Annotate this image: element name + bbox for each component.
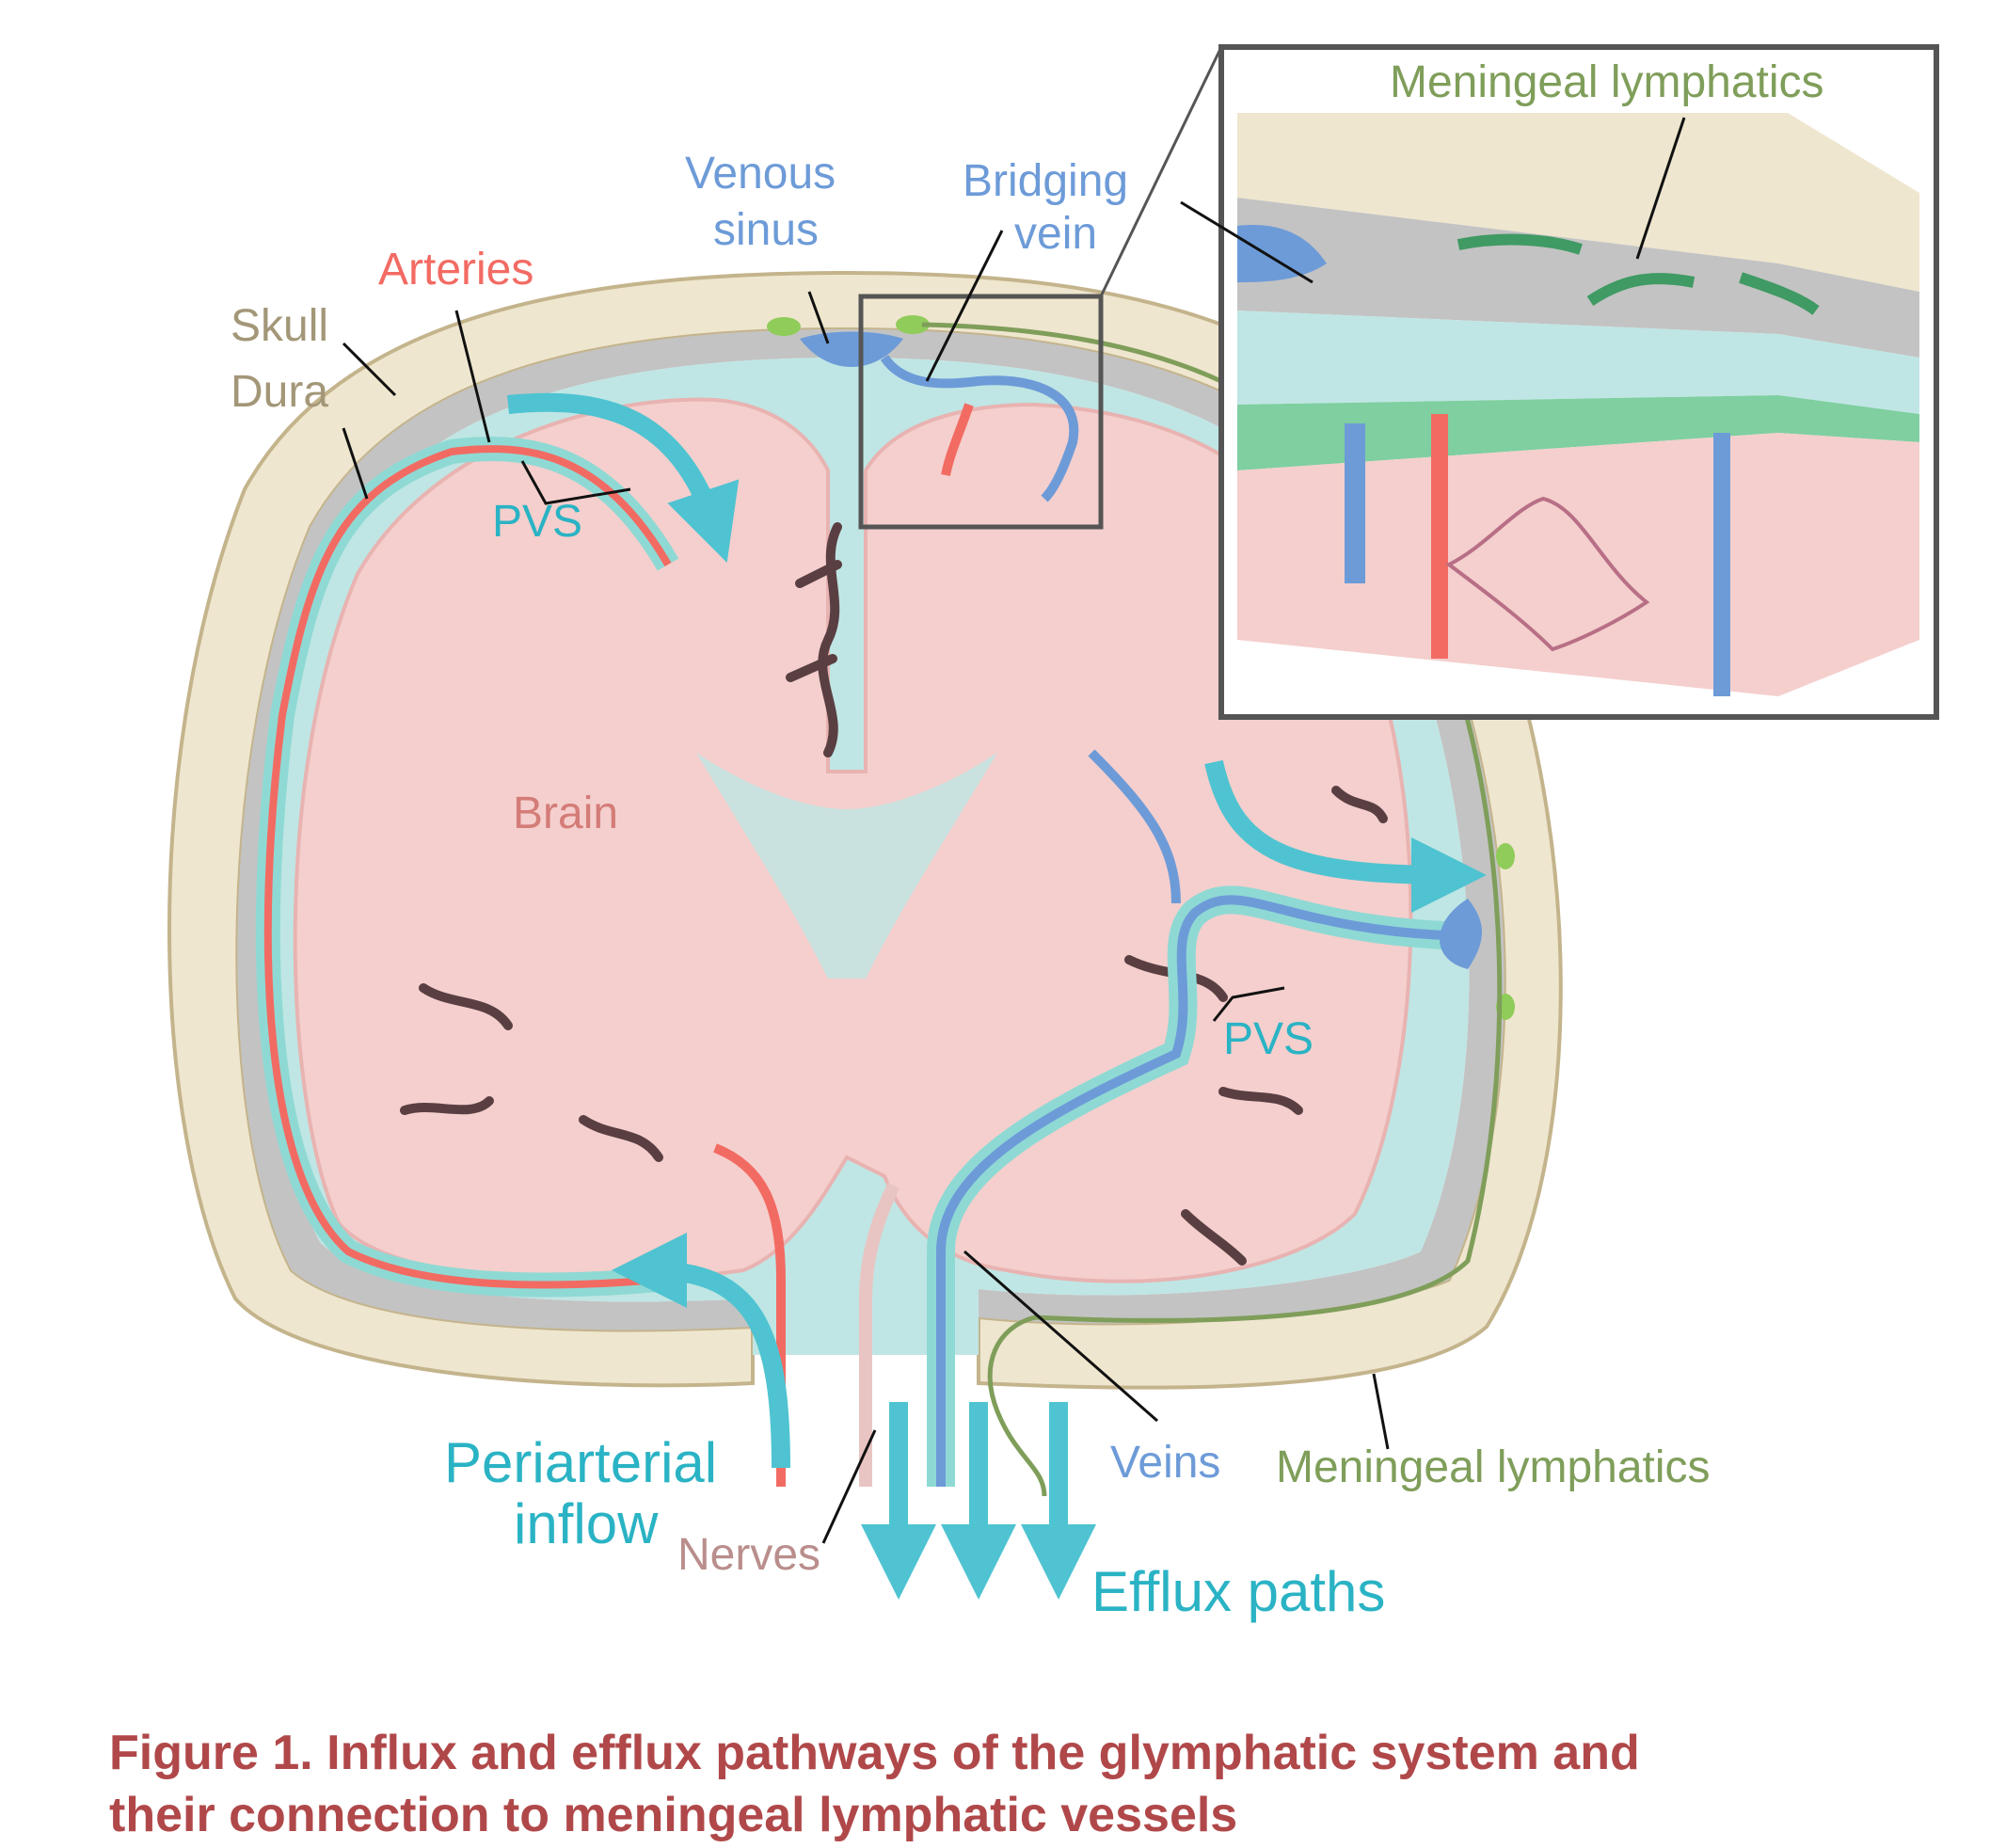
lymph-node <box>896 315 930 334</box>
inset-lymph-3 <box>1739 272 1820 315</box>
label-brain: Brain <box>513 789 618 838</box>
inset-skull-layer <box>1237 113 1919 292</box>
label-arteries: Arteries <box>378 245 533 295</box>
vein-right <box>936 895 1469 1487</box>
label-meningeal-inset: Meningeal lymphatics <box>1390 57 1824 107</box>
vein-branch <box>1088 749 1181 904</box>
figure-caption: Figure 1. Influx and efflux pathways of … <box>109 1722 1953 1846</box>
caption-line-1: Figure 1. Influx and efflux pathways of … <box>109 1726 1640 1780</box>
label-venous-sinus-2: sinus <box>713 205 819 255</box>
label-nerves: Nerves <box>677 1530 820 1580</box>
zoom-leader <box>1099 46 1223 297</box>
label-periarterial-2: inflow <box>514 1492 659 1555</box>
nerves <box>859 1182 900 1487</box>
label-bridging-vein-1: Bridging <box>963 156 1128 206</box>
artery-left <box>263 445 672 1289</box>
leader-lines <box>342 117 1686 1544</box>
flow-arrows <box>507 392 1487 1600</box>
label-periarterial-1: Periarterial <box>444 1431 717 1494</box>
flow-arrow-top <box>507 392 740 563</box>
inset-capillaries <box>1445 496 1650 652</box>
brain-sulci <box>400 522 1388 1266</box>
flow-arrow-right <box>1204 759 1487 913</box>
venous-sinus-right <box>1440 899 1482 969</box>
ventricle <box>696 753 997 979</box>
label-meningeal-bottom: Meningeal lymphatics <box>1276 1442 1711 1492</box>
inset-lymph-1 <box>1457 233 1583 255</box>
label-dura: Dura <box>231 367 328 417</box>
inset-sinus <box>1237 225 1327 282</box>
zoom-box <box>858 294 1104 530</box>
inset-pia-layer <box>1237 395 1919 470</box>
bridging-vein <box>880 354 1079 502</box>
caption-line-2: their connection to meningeal lymphatic … <box>109 1788 1238 1842</box>
inset-brain-block <box>1237 433 1919 696</box>
lymph-node <box>767 317 801 336</box>
inset-dura-layer <box>1237 198 1919 358</box>
label-veins: Veins <box>1110 1438 1220 1488</box>
bridging-artery-stub <box>941 403 974 477</box>
label-pvs-right: PVS <box>1223 1014 1313 1064</box>
label-efflux: Efflux paths <box>1091 1560 1385 1623</box>
artery-descending <box>713 1143 786 1487</box>
lymph-node <box>1496 843 1515 869</box>
label-pvs-top: PVS <box>492 497 582 547</box>
flow-arrow-periarterial <box>612 1233 790 1469</box>
inset-panel <box>1218 44 1939 720</box>
inset-lymph-2 <box>1586 273 1696 307</box>
label-skull: Skull <box>231 301 328 351</box>
label-bridging-vein-2: vein <box>1014 209 1097 259</box>
label-venous-sinus-1: Venous <box>685 149 836 199</box>
inset-csf-layer <box>1237 311 1919 414</box>
